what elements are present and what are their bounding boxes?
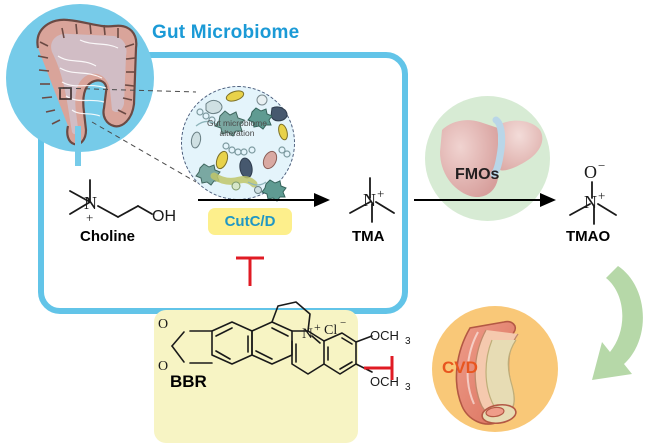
bbr-chloride-label: Cl bbox=[324, 323, 337, 338]
bbr-structure: O O N + Cl − bbox=[158, 301, 373, 375]
choline-to-tma-arrow bbox=[198, 193, 330, 207]
tmao-to-cvd-curved-arrow bbox=[592, 266, 643, 380]
cutcd-enzyme-box[interactable] bbox=[208, 208, 292, 235]
microbiome-label-line1: Gut microbiome bbox=[207, 118, 267, 128]
microbiome-label-line2: alteration bbox=[219, 128, 255, 138]
bbr-methoxy-1-subscript: 3 bbox=[405, 336, 411, 347]
tmao-structure: N + O − bbox=[569, 158, 617, 225]
choline-name-label: Choline bbox=[80, 228, 135, 245]
tma-name-label: TMA bbox=[352, 228, 385, 245]
bbr-oxygen-bottom-label: O bbox=[158, 359, 168, 374]
tmao-name-label: TMAO bbox=[566, 228, 611, 245]
bbr-chloride-charge-label: − bbox=[340, 317, 346, 329]
choline-nitrogen-label: N bbox=[84, 193, 97, 213]
choline-hydroxyl-label: OH bbox=[152, 208, 176, 225]
bbr-box bbox=[154, 310, 358, 443]
bbr-oxygen-top-label: O bbox=[158, 317, 168, 332]
cvd-label: CVD bbox=[442, 358, 478, 377]
page-title: Gut Microbiome bbox=[152, 22, 300, 43]
tma-charge-label: + bbox=[377, 186, 384, 201]
bbr-inhibits-cvd-icon bbox=[364, 356, 394, 380]
colon-circle-background bbox=[6, 4, 154, 152]
microbiome-bubble-label: Gut microbiome alteration bbox=[186, 118, 288, 138]
choline-charge-label: + bbox=[86, 210, 93, 225]
tmao-oxygen-label: O bbox=[584, 162, 597, 182]
microbiome-bubble bbox=[181, 86, 295, 200]
bbr-methoxy-2-subscript: 3 bbox=[405, 382, 411, 393]
tma-nitrogen-label: N bbox=[363, 190, 376, 210]
tma-structure: N + bbox=[349, 177, 395, 223]
bbr-nitrogen-label: N bbox=[302, 326, 313, 342]
tmao-nitrogen-label: N bbox=[584, 192, 597, 212]
bbr-methoxy-labels: OCH 3 OCH 3 bbox=[370, 328, 411, 393]
tma-to-tmao-arrow bbox=[414, 193, 556, 207]
cutcd-enzyme-label: CutC/D bbox=[224, 213, 276, 230]
fmos-label: FMOs bbox=[455, 166, 500, 183]
choline-structure: N + OH bbox=[69, 179, 176, 225]
bbr-charge-label: + bbox=[314, 320, 321, 334]
tmao-oxygen-charge-label: − bbox=[598, 158, 605, 173]
tmao-charge-label: + bbox=[598, 188, 605, 203]
bbr-name-label: BBR bbox=[170, 372, 207, 391]
bbr-inhibits-cutcd-icon bbox=[236, 256, 264, 286]
bbr-methoxy-1-label: OCH bbox=[370, 328, 399, 343]
